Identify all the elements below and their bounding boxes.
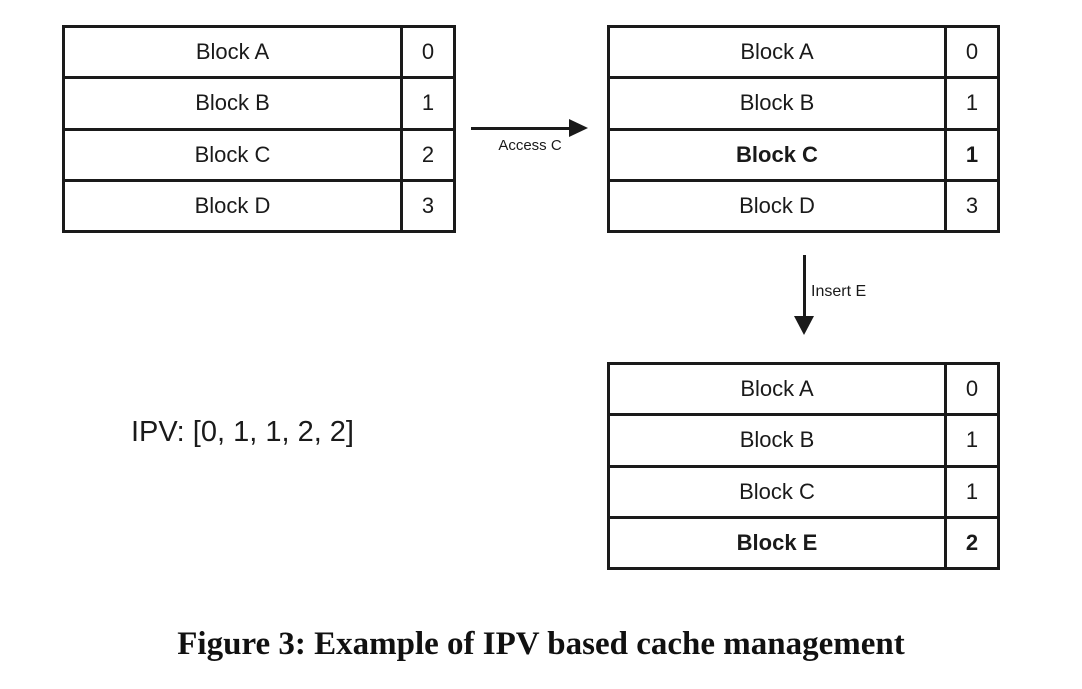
- priority-position-cell: 3: [421, 192, 435, 218]
- insert-arrow-line: [803, 255, 806, 318]
- priority-position-cell: 0: [965, 39, 979, 65]
- priority-position-cell: 3: [965, 192, 979, 218]
- block-name-cell: Block D: [610, 181, 947, 230]
- priority-position-cell: 1: [421, 90, 435, 116]
- block-name-cell: Block B: [65, 79, 403, 128]
- cache-table-row: Block D 3: [610, 181, 997, 230]
- block-name-cell: Block D: [65, 181, 403, 230]
- priority-position-cell: 0: [965, 376, 979, 402]
- arrow-right-icon: [569, 119, 588, 137]
- cache-table-row: Block D 3: [65, 181, 453, 230]
- cache-table-row: Block C 1: [610, 467, 997, 519]
- priority-position-cell: 1: [965, 427, 979, 453]
- block-name-cell: Block B: [610, 416, 947, 465]
- block-name-cell: Block B: [610, 79, 947, 128]
- cache-table-row: Block A 0: [610, 28, 997, 80]
- cache-table-row: Block E 2: [610, 518, 997, 567]
- cache-table-row: Block B 1: [610, 79, 997, 131]
- block-name-cell: Block C: [610, 467, 947, 516]
- block-name-cell: Block A: [610, 28, 947, 77]
- cache-table-row: Block A 0: [610, 365, 997, 417]
- priority-position-cell: 1: [965, 90, 979, 116]
- priority-position-cell: 0: [421, 39, 435, 65]
- cache-table-row: Block C 1: [610, 130, 997, 182]
- priority-position-cell: 2: [965, 529, 979, 555]
- access-arrow-label: Access C: [498, 137, 562, 154]
- block-name-cell: Block E: [610, 518, 947, 567]
- access-arrow-line: [471, 127, 571, 130]
- block-name-cell: Block C: [65, 130, 403, 179]
- ipv-vector-text: IPV: [0, 1, 1, 2, 2]: [131, 416, 354, 448]
- arrow-down-icon: [794, 316, 814, 335]
- insert-arrow-label: Insert E: [811, 283, 867, 300]
- priority-position-cell: 1: [965, 141, 979, 167]
- block-name-cell: Block A: [610, 365, 947, 414]
- block-name-cell: Block A: [65, 28, 403, 77]
- block-name-cell: Block C: [610, 130, 947, 179]
- priority-position-cell: 2: [421, 141, 435, 167]
- figure-caption: Figure 3: Example of IPV based cache man…: [177, 626, 905, 662]
- cache-table-row: Block B 1: [65, 79, 453, 131]
- cache-table-row: Block C 2: [65, 130, 453, 182]
- cache-table-row: Block B 1: [610, 416, 997, 468]
- priority-position-cell: 1: [965, 478, 979, 504]
- cache-table-row: Block A 0: [65, 28, 453, 80]
